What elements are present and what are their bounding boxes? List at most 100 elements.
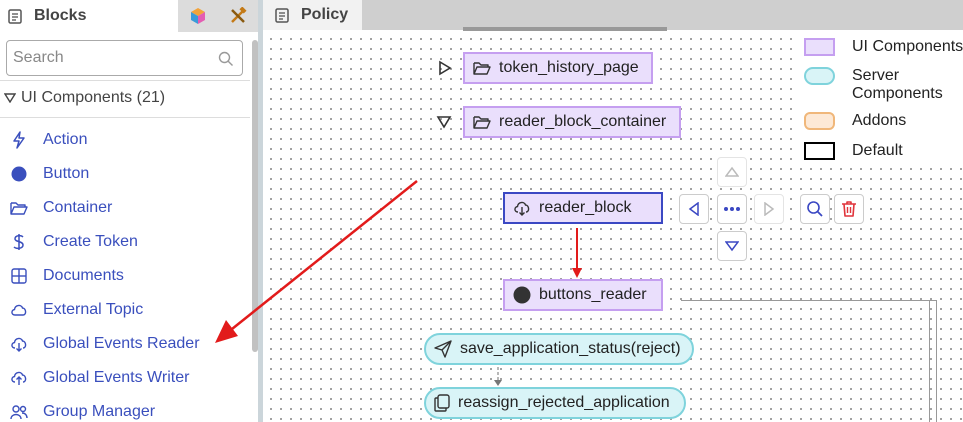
cloud-download-icon: [9, 334, 29, 354]
sidebar-item-documents[interactable]: Documents: [0, 259, 250, 293]
folder-open-icon: [473, 61, 491, 75]
tab-modules[interactable]: [178, 0, 218, 32]
node-reader-block[interactable]: reader_block: [503, 192, 663, 224]
legend-swatch: [804, 142, 835, 160]
grid-icon: [9, 266, 29, 286]
tools-icon: [231, 7, 247, 23]
sidebar-item-group-manager[interactable]: Group Manager: [0, 395, 250, 422]
lightning-icon: [9, 130, 29, 150]
sidebar-item-label: Global Events Writer: [43, 369, 190, 386]
expand-right-icon[interactable]: [437, 60, 453, 76]
delete-node-button[interactable]: [834, 194, 864, 224]
blocks-sidebar: Blocks: [0, 0, 261, 422]
node-label: buttons_reader: [539, 286, 647, 303]
more-options-button[interactable]: [717, 194, 747, 224]
sidebar-item-action[interactable]: Action: [0, 123, 250, 157]
node-reassign-rejected-application[interactable]: reassign_rejected_application: [424, 387, 686, 419]
legend-swatch: [804, 67, 835, 85]
sidebar-item-label: Container: [43, 199, 113, 216]
search-input[interactable]: [7, 41, 207, 75]
triangle-up-icon: [725, 166, 739, 177]
legend-item-ui-components: UI Components: [804, 38, 963, 56]
node-label: save_application_status(reject): [460, 340, 681, 357]
search-icon: [807, 201, 823, 217]
search-box: [6, 40, 243, 76]
tab-bar: [263, 0, 963, 30]
trash-icon: [842, 201, 856, 217]
users-icon: [9, 402, 29, 422]
circle-icon: [513, 286, 531, 304]
tab-tools[interactable]: [218, 0, 258, 32]
node-label: token_history_page: [499, 59, 639, 76]
legend-item-default: Default: [804, 142, 963, 160]
legend: UI Components Server Components Addons D…: [796, 30, 963, 166]
legend-label: UI Components: [852, 38, 963, 55]
group-divider: [0, 117, 250, 118]
chevron-down-icon: [4, 93, 16, 103]
search-node-button[interactable]: [800, 194, 830, 224]
collapse-down-icon[interactable]: [436, 114, 452, 130]
search-icon[interactable]: [218, 51, 234, 67]
flow-connector: [929, 300, 930, 422]
cloud-icon: [9, 300, 29, 320]
legend-item-addons: Addons: [804, 112, 963, 130]
node-token-history-page[interactable]: token_history_page: [463, 52, 653, 84]
send-icon: [434, 340, 452, 358]
flow-connector: [681, 300, 936, 301]
tab-policy[interactable]: Policy: [263, 0, 362, 30]
group-label: UI Components (21): [21, 89, 166, 106]
sidebar-item-label: Documents: [43, 267, 124, 284]
legend-item-server-components: Server Components: [804, 67, 963, 103]
folder-open-icon: [9, 198, 29, 218]
sidebar-item-external-topic[interactable]: External Topic: [0, 293, 250, 327]
node-label: reader_block: [539, 199, 632, 216]
sidebar-item-label: Action: [43, 131, 88, 148]
tab-blocks[interactable]: Blocks: [0, 0, 178, 32]
annotation-arrow: [215, 180, 418, 343]
legend-label: Addons: [852, 112, 907, 129]
cloud-upload-icon: [9, 368, 29, 388]
dollar-icon: [9, 232, 29, 252]
red-connector-arrow: [572, 228, 582, 278]
node-reader-block-container[interactable]: reader_block_container: [463, 106, 681, 138]
node-buttons-reader[interactable]: buttons_reader: [503, 279, 663, 311]
folder-open-icon: [473, 115, 491, 129]
sidebar-tabs: Blocks: [0, 0, 261, 32]
sidebar-item-global-events-writer[interactable]: Global Events Writer: [0, 361, 250, 395]
node-label: reader_block_container: [499, 113, 667, 130]
triangle-right-icon: [764, 202, 775, 216]
legend-swatch: [804, 112, 835, 130]
move-left-button[interactable]: [679, 194, 709, 224]
legend-swatch: [804, 38, 835, 56]
document-icon: [8, 8, 22, 24]
sidebar-item-create-token[interactable]: Create Token: [0, 225, 250, 259]
flow-connector: [936, 300, 937, 422]
tab-blocks-label: Blocks: [34, 7, 87, 24]
sidebar-resizer[interactable]: [258, 0, 263, 422]
triangle-down-icon: [725, 241, 739, 252]
node-label: reassign_rejected_application: [458, 394, 670, 411]
move-up-button[interactable]: [717, 157, 747, 187]
move-down-button[interactable]: [717, 231, 747, 261]
sidebar-item-button[interactable]: Button: [0, 157, 250, 191]
cloud-download-icon: [513, 200, 531, 216]
move-right-button[interactable]: [754, 194, 784, 224]
copy-icon: [434, 394, 450, 412]
sidebar-item-label: Create Token: [43, 233, 138, 250]
group-ui-components[interactable]: UI Components (21): [4, 88, 165, 108]
sidebar-item-container[interactable]: Container: [0, 191, 250, 225]
legend-label: Default: [852, 142, 903, 159]
sidebar-scrollbar[interactable]: [252, 40, 258, 352]
search-divider: [0, 80, 250, 81]
node-shadow: [463, 27, 667, 31]
sidebar-item-label: Button: [43, 165, 90, 182]
legend-label: Server Components: [852, 67, 943, 102]
document-icon: [275, 7, 289, 23]
sidebar-item-label: Group Manager: [43, 403, 156, 420]
node-save-application-status[interactable]: save_application_status(reject): [424, 333, 694, 365]
triangle-left-icon: [688, 202, 699, 216]
sidebar-item-global-events-reader[interactable]: Global Events Reader: [0, 327, 250, 361]
tab-policy-label: Policy: [301, 6, 349, 23]
sidebar-item-label: External Topic: [43, 301, 144, 318]
